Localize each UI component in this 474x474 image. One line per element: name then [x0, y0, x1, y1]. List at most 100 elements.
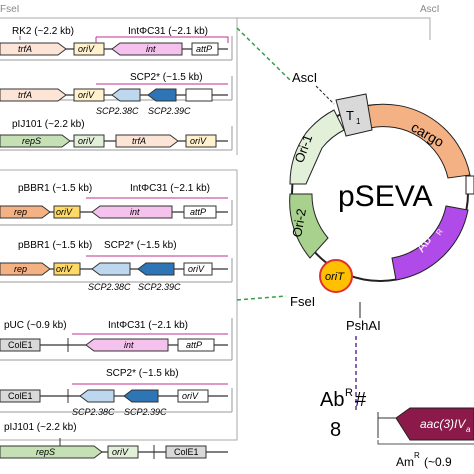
row-1-label-b: IntΦC31 (~2.1 kb)	[128, 26, 208, 37]
scp239c-gene	[137, 262, 175, 276]
abr-title-sup: R	[345, 387, 353, 399]
row-5: pBBR1 (~1.5 kb) SCP2* (~1.5 kb) rep oriV…	[0, 240, 228, 292]
aac-label: aac(3)IV	[420, 417, 466, 431]
row-6-label-a: pUC (~0.9 kb)	[4, 320, 67, 331]
int-gene	[85, 338, 169, 352]
scp238c-gene	[91, 262, 131, 276]
oriV-box	[73, 42, 105, 56]
cole1-box	[0, 389, 41, 403]
oriV-box	[177, 389, 209, 403]
row-3: pIJ101 (~2.2 kb) repS oriV trfA oriV	[0, 119, 228, 148]
am-sup: R	[414, 451, 420, 460]
gene-label: attP	[186, 340, 202, 350]
int-gene	[111, 42, 183, 56]
gene-label: oriV	[188, 264, 205, 274]
am-size: (~0.9	[424, 455, 452, 469]
connector-dashed-bottom	[236, 295, 287, 301]
row-5-label-a: pBBR1 (~1.5 kb)	[18, 240, 92, 251]
row-7: SCP2* (~1.5 kb) ColE1 oriV SCP2.38C SCP2…	[0, 368, 228, 417]
gene-label: attP	[190, 207, 206, 217]
cole1-box	[165, 445, 207, 459]
scp-label: SCP2.39C	[124, 407, 167, 417]
row-5-label-b: SCP2* (~1.5 kb)	[104, 240, 177, 251]
int-gene	[91, 205, 173, 219]
scp239c-gene	[147, 88, 177, 102]
row-7-label-a: SCP2* (~1.5 kb)	[106, 368, 179, 379]
rep-gene	[0, 205, 51, 219]
t1-sub: 1	[356, 117, 361, 126]
gene-label: oriV	[56, 264, 73, 274]
t1-terminator	[335, 93, 373, 137]
oriV-box	[53, 205, 81, 219]
rep-gene	[0, 262, 51, 276]
scp-label: SCP2.39C	[148, 106, 191, 116]
trfA-gene	[0, 88, 67, 102]
left-frame	[0, 169, 238, 441]
scp238c-gene	[79, 389, 115, 403]
row-2-label-a: SCP2* (~1.5 kb)	[130, 72, 203, 83]
oriT-circle	[319, 259, 353, 293]
abr-panel: Ab R # 8 aac(3)IV a Am R (~0.9	[320, 387, 474, 469]
fsei-site-label: FseI	[290, 294, 315, 309]
t1-label: T	[346, 108, 354, 123]
scp-label: SCP2.39C	[138, 282, 181, 292]
gene-label: rep	[14, 207, 27, 217]
scp239c-gene	[123, 389, 159, 403]
gene-label: trfA	[132, 136, 146, 146]
aac-gene	[395, 407, 474, 441]
scp-label: SCP2.38C	[72, 407, 115, 417]
gene-label: oriV	[78, 44, 95, 54]
row-1: RK2 (~2.2 kb) IntΦC31 (~2.1 kb) trfA ori…	[0, 26, 229, 56]
row-4-label-b: IntΦC31 (~2.1 kb)	[130, 183, 210, 194]
abr-number: 8	[330, 419, 341, 441]
trfA-gene	[115, 134, 179, 148]
gene-label: trfA	[18, 90, 32, 100]
gene-label: oriV	[78, 136, 95, 146]
oriV-box	[73, 134, 105, 148]
oriV-box-2	[185, 134, 217, 148]
row-1-label-a: RK2 (~2.2 kb)	[12, 26, 74, 37]
gene-label: repS	[22, 136, 41, 146]
gene-label: ColE1	[8, 391, 33, 401]
ori2-label: Ori-2	[289, 207, 309, 238]
gene-label: oriV	[182, 391, 199, 401]
oriV-box	[53, 262, 81, 276]
repS-gene	[0, 134, 71, 148]
abr-title-suffix: #	[355, 389, 367, 411]
aac-sub: a	[466, 425, 471, 434]
row-3-label-a: pIJ101 (~2.2 kb)	[12, 119, 85, 130]
ori2-segment	[289, 193, 329, 259]
connector-dashed-top	[236, 27, 291, 81]
oriV-box	[73, 88, 105, 102]
gene-label: oriV	[112, 447, 129, 457]
oriV-box-2	[183, 262, 213, 276]
top-fsei-label: FseI	[0, 4, 19, 15]
scp-label: SCP2.38C	[96, 106, 139, 116]
scp238c-gene	[111, 88, 141, 102]
am-label: Am	[396, 455, 414, 469]
attP-box	[191, 42, 219, 56]
oriV-box	[107, 445, 139, 459]
gene-label: oriV	[56, 207, 73, 217]
top-asci-label: AscI	[420, 4, 439, 15]
row-6: pUC (~0.9 kb) IntΦC31 (~2.1 kb) ColE1 in…	[0, 320, 228, 352]
oriT-label: oriT	[325, 271, 345, 283]
row-8-label-a: pIJ101 (~2.2 kb)	[4, 422, 77, 433]
repS-gene	[0, 445, 103, 459]
ori1-segment	[289, 109, 345, 185]
pshai-site-label: PshAI	[346, 318, 381, 333]
gene-label: oriV	[78, 90, 95, 100]
abr-segment	[391, 205, 469, 281]
gene-label: repS	[36, 447, 55, 457]
cole1-box	[0, 338, 41, 352]
gene-label: rep	[14, 264, 27, 274]
attP-box	[183, 205, 217, 219]
oriV-box-2	[185, 88, 213, 102]
asci-site-label: AscI	[292, 70, 317, 85]
row-4: pBBR1 (~1.5 kb) IntΦC31 (~2.1 kb) rep or…	[0, 183, 228, 219]
gene-label: ColE1	[174, 447, 199, 457]
row-4-label-a: pBBR1 (~1.5 kb)	[18, 183, 92, 194]
row-8: pIJ101 (~2.2 kb) repS oriV ColE1	[0, 422, 228, 459]
